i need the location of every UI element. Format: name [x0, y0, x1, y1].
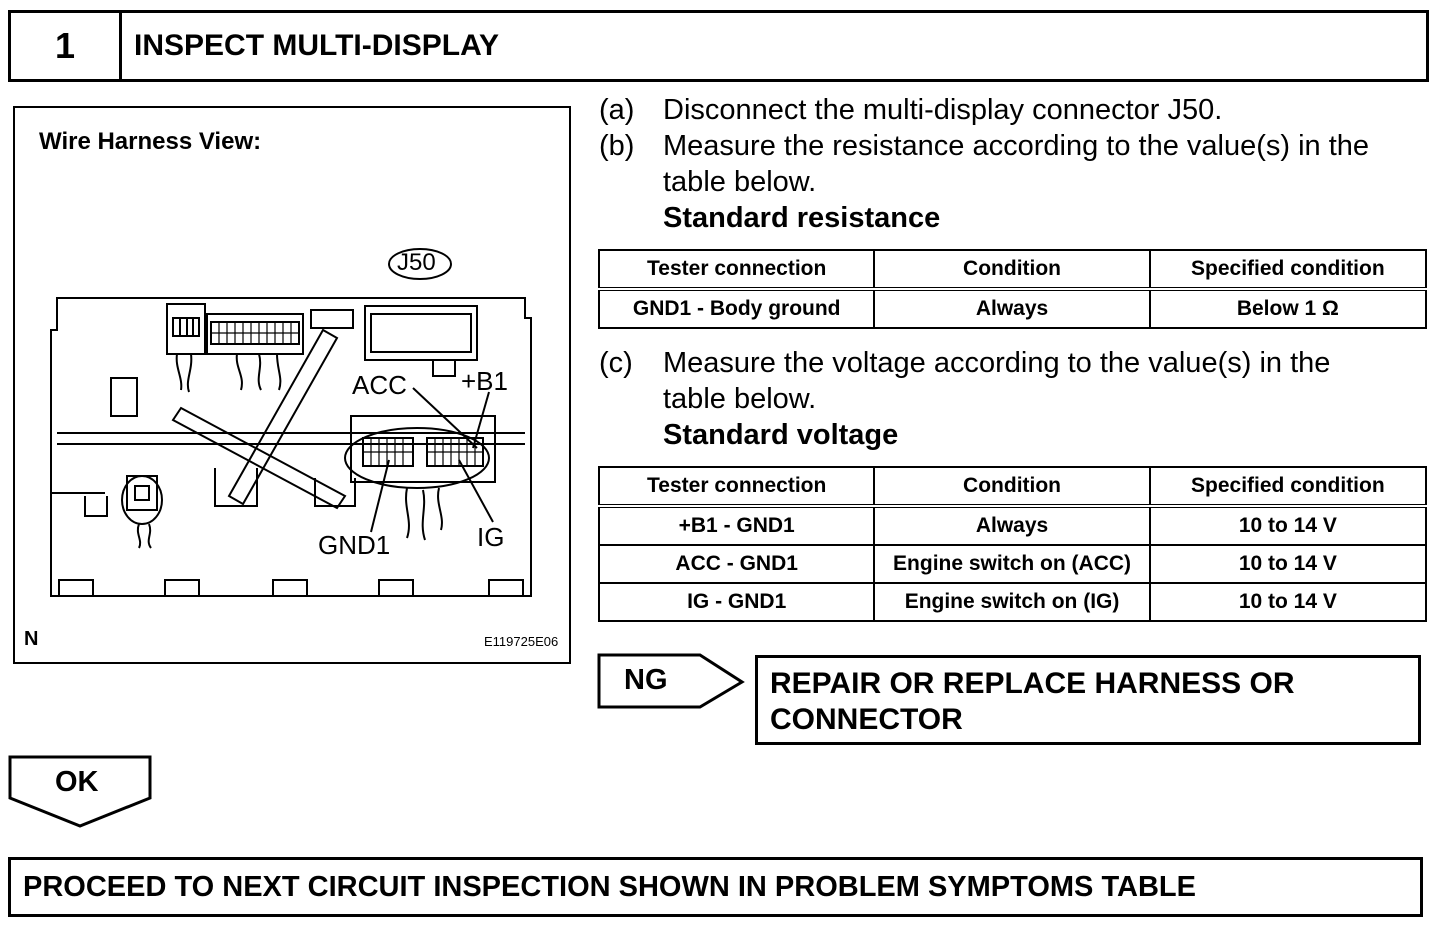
- ng-arrow: [597, 653, 745, 709]
- harness-drawing: [50, 248, 532, 597]
- ok-label: OK: [55, 766, 99, 798]
- connector-label-j50: J50: [397, 249, 436, 276]
- instruction-c-text: Measure the voltage according to the val…: [663, 347, 1331, 379]
- ng-result-line2: CONNECTOR: [770, 703, 963, 736]
- step-title: INSPECT MULTI-DISPLAY: [134, 29, 500, 62]
- terminal-label-gnd1: GND1: [318, 530, 391, 560]
- ng-result-box: REPAIR OR REPLACE HARNESS OR CONNECTOR: [755, 655, 1421, 745]
- instruction-a-marker: (a): [599, 94, 635, 126]
- table-cell: +B1 - GND1: [597, 505, 876, 546]
- table-cell: IG - GND1: [597, 582, 876, 622]
- table-cell: Engine switch on (ACC): [873, 544, 1151, 584]
- column-header: Tester connection: [597, 466, 876, 508]
- instruction-a-text: Disconnect the multi-display connector J…: [663, 94, 1223, 126]
- table-row: GND1 - Body ground Always Below 1 Ω: [597, 288, 1428, 329]
- wire-harness-figure: Wire Harness View: J50 ACC +B1 GND1 IG N…: [13, 106, 571, 664]
- column-header: Tester connection: [597, 249, 876, 291]
- figure-code: E119725E06: [484, 634, 559, 649]
- table-cell: Always: [873, 288, 1151, 329]
- terminal-label-acc: ACC: [352, 370, 407, 400]
- table-cell: GND1 - Body ground: [597, 288, 876, 329]
- step-header: 1 INSPECT MULTI-DISPLAY: [8, 10, 1429, 82]
- column-header: Condition: [873, 249, 1151, 291]
- table-cell: Below 1 Ω: [1148, 288, 1428, 329]
- table-cell: ACC - GND1: [597, 544, 876, 584]
- standard-resistance-heading: Standard resistance: [663, 202, 941, 234]
- step-number: 1: [11, 13, 122, 79]
- terminal-label-ig: IG: [477, 522, 505, 552]
- instructions-ab: (a) Disconnect the multi-display connect…: [599, 92, 1419, 242]
- table-header-row: Tester connection Condition Specified co…: [597, 466, 1428, 508]
- instruction-c-text-cont: table below.: [663, 383, 817, 415]
- instruction-c-marker: (c): [599, 347, 633, 379]
- table-row: ACC - GND1 Engine switch on (ACC) 10 to …: [597, 544, 1428, 584]
- column-header: Specified condition: [1148, 466, 1428, 508]
- ng-result-line1: REPAIR OR REPLACE HARNESS OR: [770, 667, 1295, 700]
- table-row: IG - GND1 Engine switch on (IG) 10 to 14…: [597, 582, 1428, 622]
- instruction-b-marker: (b): [599, 130, 635, 162]
- column-header: Condition: [873, 466, 1151, 508]
- column-header: Specified condition: [1148, 249, 1428, 291]
- instruction-b-text: Measure the resistance according to the …: [663, 130, 1370, 162]
- ng-label: NG: [624, 664, 668, 696]
- figure-caption: Wire Harness View:: [39, 128, 262, 155]
- resistance-table: Tester connection Condition Specified co…: [597, 249, 1428, 329]
- instructions-c: (c) Measure the voltage according to the…: [599, 345, 1419, 455]
- orientation-mark: N: [24, 628, 39, 650]
- final-action-text: PROCEED TO NEXT CIRCUIT INSPECTION SHOWN…: [23, 870, 1196, 903]
- ok-arrow: [8, 755, 152, 828]
- standard-voltage-heading: Standard voltage: [663, 419, 899, 451]
- voltage-table: Tester connection Condition Specified co…: [597, 466, 1428, 622]
- table-row: +B1 - GND1 Always 10 to 14 V: [597, 505, 1428, 546]
- table-cell: 10 to 14 V: [1148, 505, 1428, 546]
- table-cell: 10 to 14 V: [1148, 582, 1428, 622]
- terminal-label-b1: +B1: [461, 366, 508, 396]
- final-action-box: PROCEED TO NEXT CIRCUIT INSPECTION SHOWN…: [8, 857, 1423, 917]
- table-cell: 10 to 14 V: [1148, 544, 1428, 584]
- table-cell: Always: [873, 505, 1151, 546]
- table-header-row: Tester connection Condition Specified co…: [597, 249, 1428, 291]
- instruction-b-text-cont: table below.: [663, 166, 817, 198]
- table-cell: Engine switch on (IG): [873, 582, 1151, 622]
